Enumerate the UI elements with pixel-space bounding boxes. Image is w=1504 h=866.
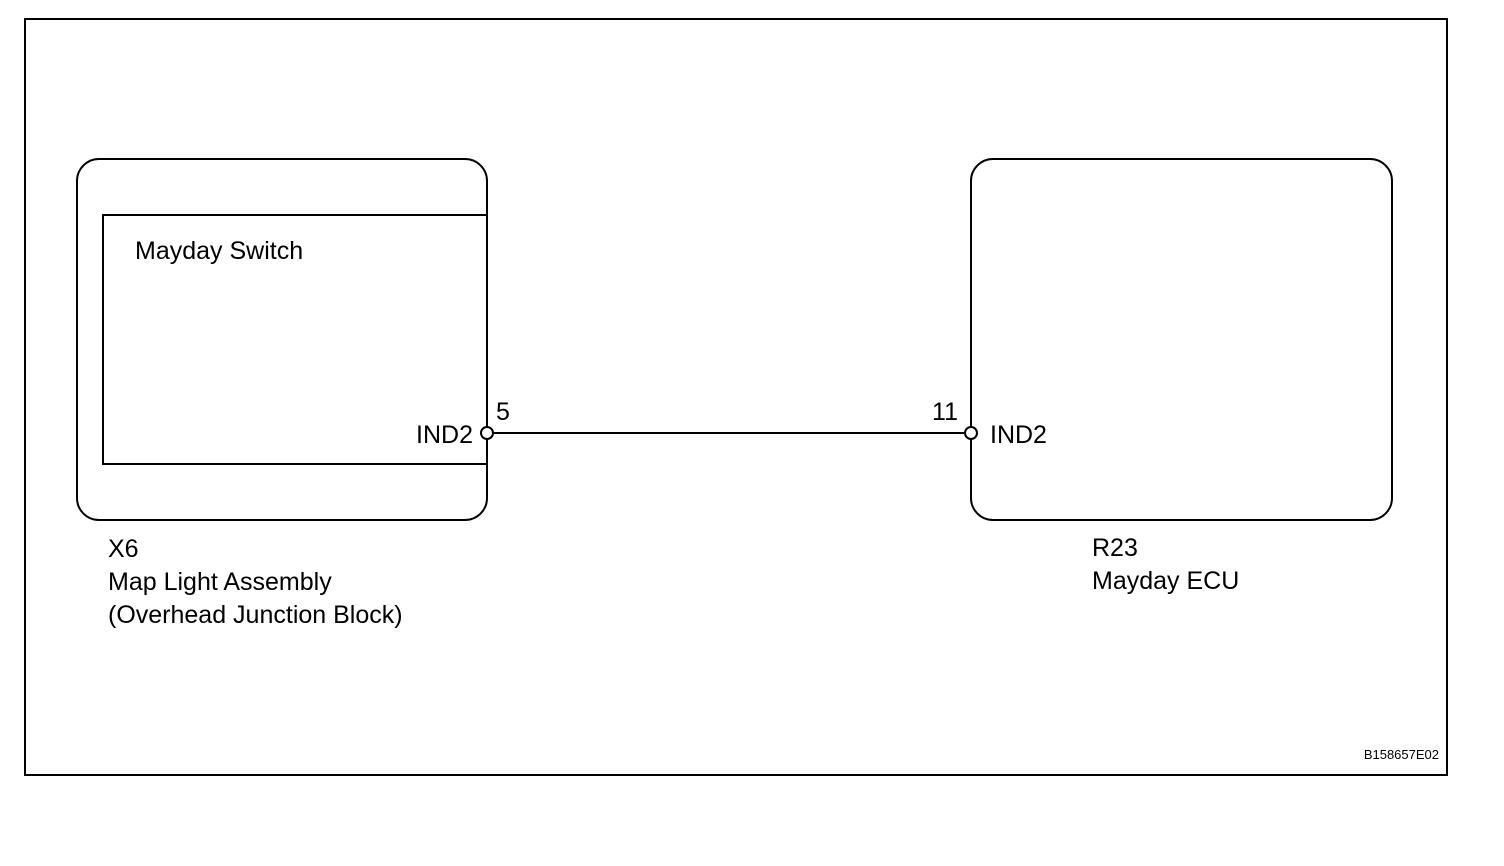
mayday-ecu-box [970,158,1393,521]
right-pin-number: 11 [932,398,958,426]
left-pin-terminal [480,426,494,440]
left-component-name-line2: (Overhead Junction Block) [108,601,403,629]
right-pin-name: IND2 [990,421,1047,449]
right-component-code: R23 [1092,534,1138,562]
map-light-assembly-box [76,158,488,521]
mayday-switch-box [102,214,487,465]
figure-id: B158657E02 [1364,747,1439,762]
left-pin-name: IND2 [416,421,473,449]
left-component-code: X6 [108,535,139,563]
right-component-name: Mayday ECU [1092,567,1239,595]
left-pin-number: 5 [496,398,510,426]
right-pin-terminal [964,426,978,440]
mayday-switch-label: Mayday Switch [135,237,303,265]
left-component-name-line1: Map Light Assembly [108,568,332,596]
diagram-frame [24,18,1448,776]
